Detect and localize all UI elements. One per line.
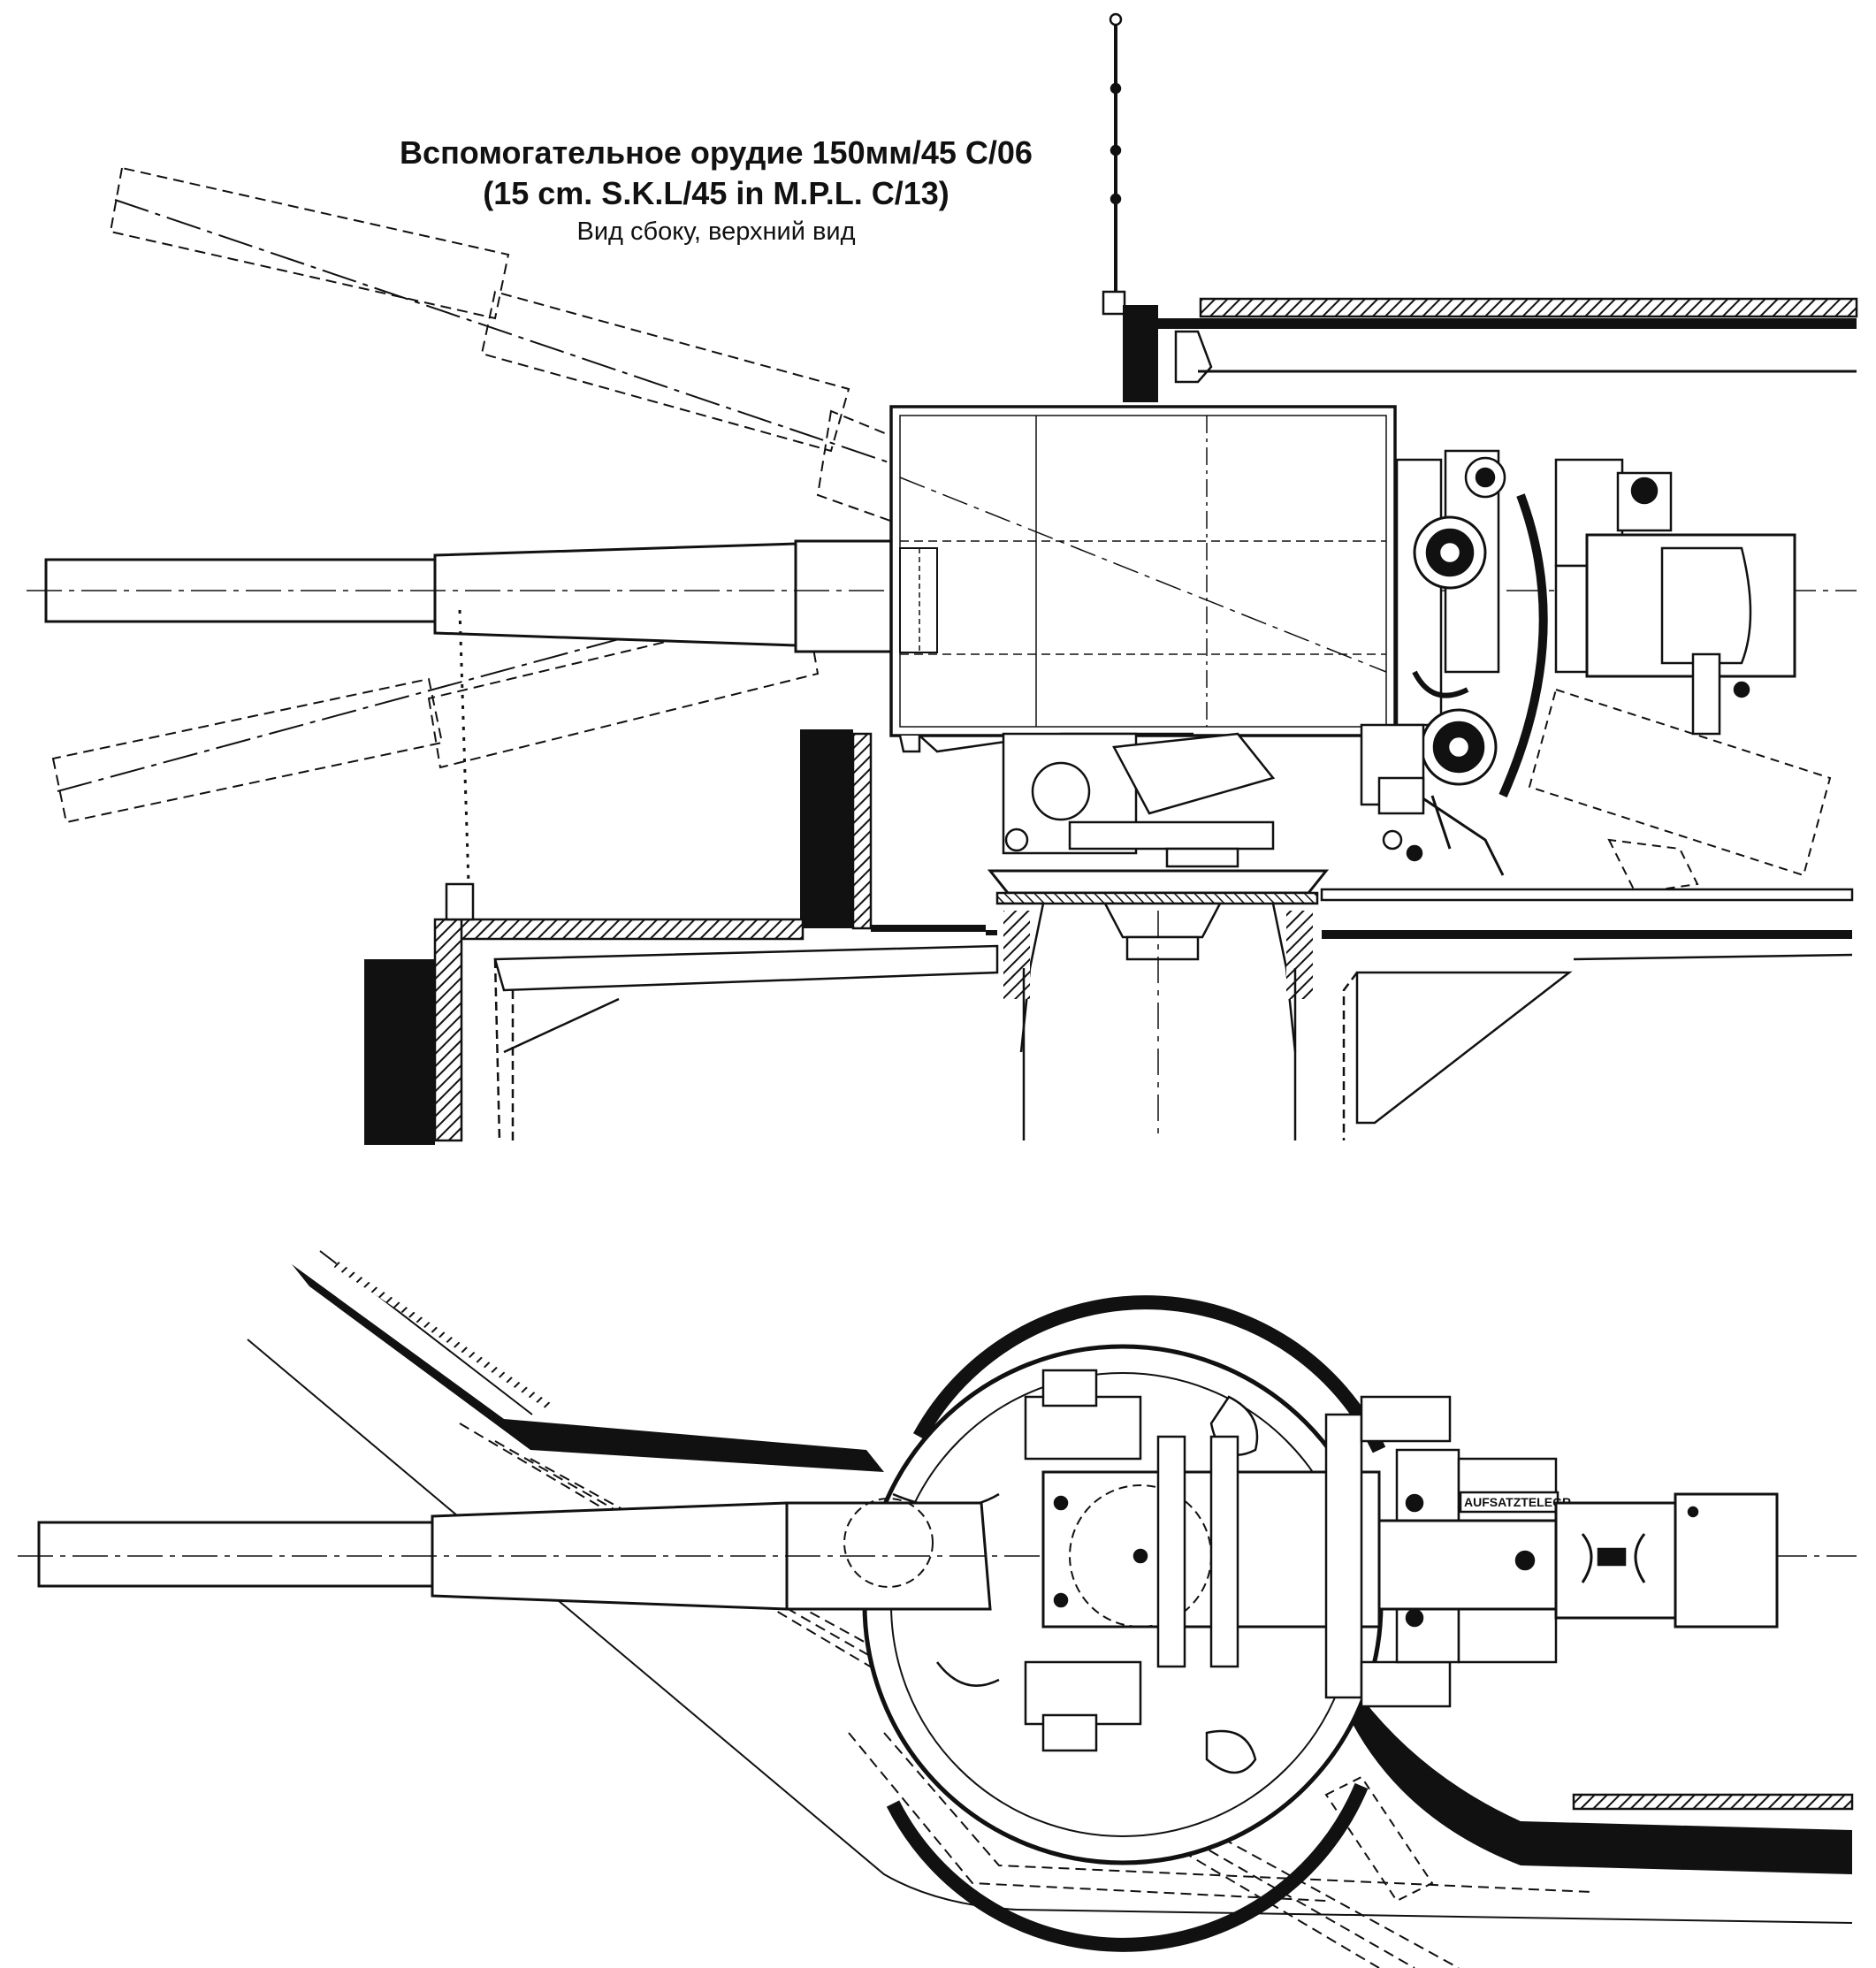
- recoil-ghost: [1528, 688, 1832, 895]
- carriage-top: [1024, 1369, 1558, 1752]
- top-dashed-box: [1324, 1775, 1434, 1903]
- gun-barrel-side: [27, 539, 1857, 653]
- gun-barrel-top: [18, 1498, 1857, 1611]
- breech-top: AUFSATZTELEGR: [1377, 1491, 1779, 1629]
- upper-deck: [1158, 297, 1858, 384]
- title-line-3: Вид сбоку, верхний вид: [576, 217, 856, 246]
- top-view: AUFSATZTELEGR: [18, 1250, 1857, 1968]
- title-line-2: (15 cm. S.K.L/45 in M.P.L. C/13): [483, 175, 949, 211]
- gun-shield: [889, 405, 1397, 753]
- aufsatztelegr-label: AUFSATZTELEGR: [1464, 1495, 1571, 1509]
- lower-deck: [364, 609, 1854, 1145]
- title-block: Вспомогательное орудие 150мм/45 С/06 (15…: [336, 133, 1096, 249]
- breech-mechanism: [1360, 449, 1796, 876]
- antenna-mast: [1102, 12, 1158, 402]
- side-view: [27, 12, 1858, 1145]
- title-line-1: Вспомогательное орудие 150мм/45 С/06: [400, 134, 1033, 171]
- gun-mount-side: [1002, 732, 1276, 868]
- pedestal: [987, 869, 1330, 1140]
